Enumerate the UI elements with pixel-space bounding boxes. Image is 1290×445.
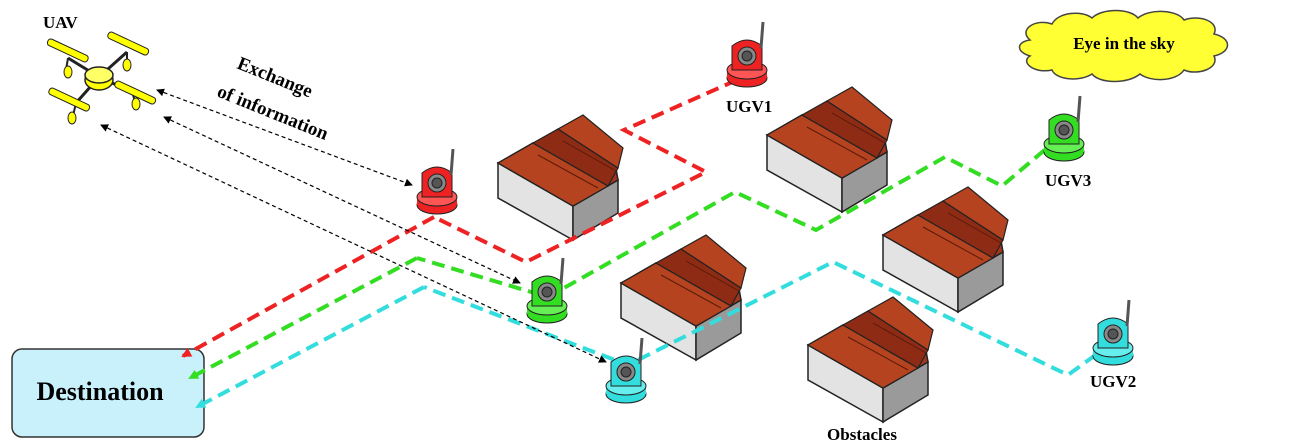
factory-obstacle-icon bbox=[807, 296, 934, 423]
info-arrow-ugv-a bbox=[156, 88, 413, 187]
ugv2-label: UGV2 bbox=[1090, 372, 1136, 391]
ugv1-to-destination bbox=[181, 215, 435, 358]
ugv3-to-destination bbox=[188, 256, 418, 380]
quadcopter-uav-icon bbox=[46, 31, 157, 125]
eye-in-the-sky-label: Eye in the sky bbox=[1073, 34, 1175, 53]
ugv-robot-icon bbox=[416, 148, 458, 215]
cloud-icon: Eye in the sky bbox=[1018, 9, 1229, 83]
info-arrow-ugv-b bbox=[163, 116, 521, 284]
uav-label: UAV bbox=[43, 13, 78, 32]
ugv-robot-icon bbox=[726, 21, 768, 88]
destination-box: Destination bbox=[11, 348, 205, 438]
ugv3-label: UGV3 bbox=[1045, 171, 1091, 190]
ugv-robot-icon bbox=[1043, 95, 1085, 162]
factory-obstacle-icon bbox=[620, 234, 747, 361]
factory-obstacle-icon bbox=[766, 86, 893, 213]
info-arrow-ugv-c bbox=[100, 124, 607, 363]
ugv-robot-icon bbox=[1092, 299, 1134, 366]
ugv1-label: UGV1 bbox=[726, 97, 772, 116]
ugv-robot-icon bbox=[605, 337, 647, 404]
ugv2-to-destination bbox=[195, 285, 425, 409]
factory-obstacle-icon bbox=[882, 186, 1009, 313]
exchange-label-line2: of information bbox=[214, 81, 331, 145]
ugv2-path bbox=[423, 259, 1114, 378]
obstacles-label: Obstacles bbox=[827, 425, 897, 444]
destination-label: Destination bbox=[36, 377, 164, 406]
ugv-robot-icon bbox=[526, 257, 568, 324]
